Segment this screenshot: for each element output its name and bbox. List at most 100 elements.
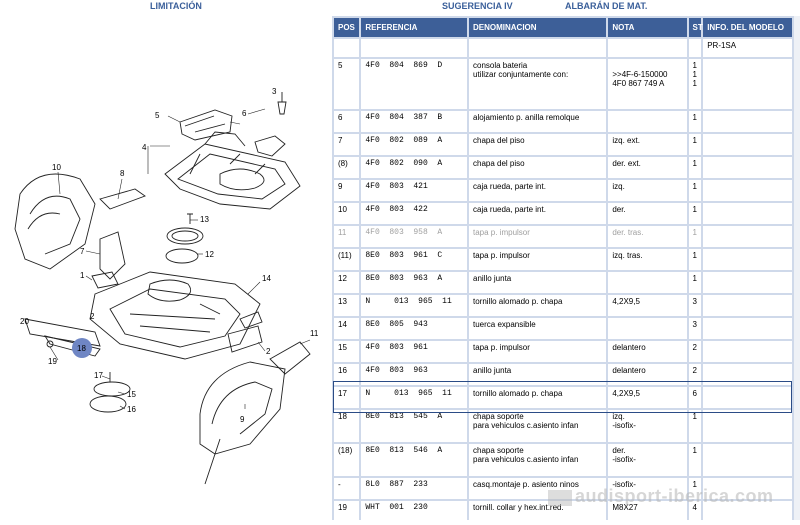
cell-info (703, 341, 792, 362)
cell-denominacion: chapa del piso (469, 157, 607, 178)
col-info[interactable]: INFO. DEL MODELO (703, 18, 792, 37)
vertical-scrollbar[interactable] (794, 16, 800, 520)
cell-pos: 15 (334, 341, 360, 362)
svg-text:20: 20 (20, 317, 29, 326)
cell-denominacion: tornill. collar y hex.int.red. (469, 501, 607, 520)
cell-referencia: 4F0 803 963 (361, 364, 467, 385)
svg-text:8: 8 (120, 169, 125, 178)
svg-text:9: 9 (240, 415, 245, 424)
cell-info (703, 501, 792, 520)
cell-st: 4 (688, 501, 702, 520)
cell-referencia: 8L0 887 233 (361, 478, 467, 499)
cell-info (703, 272, 792, 293)
cell-denominacion: tuerca expansible (469, 318, 607, 339)
cell-referencia: 8E0 805 943 (361, 318, 467, 339)
cell-referencia: 8E0 813 545 A (361, 410, 467, 442)
cell-referencia: 8E0 813 546 A (361, 444, 467, 476)
cell-info (703, 226, 792, 247)
cell-denominacion: tapa p. impulsor (469, 341, 607, 362)
cell-st: 1 (688, 410, 702, 442)
cell-pos: 18 (334, 410, 360, 442)
cell-pos: - (334, 478, 360, 499)
cell-st: 2 (688, 364, 702, 385)
svg-text:2: 2 (90, 312, 95, 321)
svg-text:11: 11 (310, 329, 319, 338)
cell-nota: 4,2X9,5 (608, 295, 687, 316)
cell-referencia: 4F0 804 869 D (361, 59, 467, 109)
svg-text:6: 6 (242, 109, 247, 118)
cell-referencia: 8E0 803 961 C (361, 249, 467, 270)
cell-referencia: 4F0 804 387 B (361, 111, 467, 132)
cell-st: 3 (688, 318, 702, 339)
cell-st: 3 (688, 295, 702, 316)
callout-18-highlight[interactable]: 18 (77, 344, 86, 353)
cell-info (703, 249, 792, 270)
cell-st: 1 (688, 157, 702, 178)
col-nota[interactable]: NOTA (608, 18, 687, 37)
cell-info (703, 295, 792, 316)
cell-referencia: 4F0 802 090 A (361, 157, 467, 178)
cell-denominacion: tapa p. impulsor (469, 249, 607, 270)
nav-sugerencia[interactable]: SUGERENCIA IV (442, 1, 513, 11)
cell-nota: der.-isofix- (608, 444, 687, 476)
table-row[interactable]: PR-1SA (334, 39, 792, 57)
nav-limitacion[interactable]: LIMITACIÓN (150, 1, 202, 11)
svg-text:19: 19 (48, 357, 57, 366)
cell-info (703, 444, 792, 476)
cell-nota: izq.-isofix- (608, 410, 687, 442)
cell-info (703, 410, 792, 442)
cell-pos: 19 (334, 501, 360, 520)
cell-nota: der. (608, 203, 687, 224)
cell-st: 1 (688, 272, 702, 293)
cell-st: 1 (688, 134, 702, 155)
svg-text:4: 4 (142, 143, 147, 152)
cell-st: 1 (688, 226, 702, 247)
col-referencia[interactable]: REFERENCIA (361, 18, 467, 37)
cell-st: 1 (688, 249, 702, 270)
svg-text:7: 7 (80, 247, 85, 256)
nav-albaran[interactable]: ALBARÁN DE MAT. (565, 1, 648, 11)
callout-highlight[interactable] (72, 338, 92, 358)
svg-text:3: 3 (272, 87, 277, 96)
svg-text:5: 5 (155, 111, 160, 120)
cell-nota: 4,2X9,5 (608, 387, 687, 408)
cell-referencia: 8E0 803 963 A (361, 272, 467, 293)
col-denominacion[interactable]: DENOMINACION (469, 18, 607, 37)
col-st[interactable]: ST (688, 18, 703, 37)
cell-denominacion: tornillo alomado p. chapa (469, 387, 607, 408)
cell-info (703, 134, 792, 155)
cell-st: 2 (688, 341, 702, 362)
col-pos[interactable]: POS (334, 18, 360, 37)
cell-pos: (11) (334, 249, 360, 270)
cell-denominacion: chapa del piso (469, 134, 607, 155)
cell-pos: 16 (334, 364, 360, 385)
parts-drawing: 18 5 6 3 4 10 8 7 1 13 12 14 19 2 11 17 … (14, 87, 319, 485)
cell-nota: der. ext. (608, 157, 687, 178)
top-nav: LIMITACIÓN SUGERENCIA IV ALBARÁN DE MAT. (0, 0, 800, 14)
cell-info (703, 478, 792, 499)
cell-st: 1 (688, 444, 702, 476)
svg-text:10: 10 (52, 163, 61, 172)
cell-nota: der. tras. (608, 226, 687, 247)
cell-pos: 7 (334, 134, 360, 155)
